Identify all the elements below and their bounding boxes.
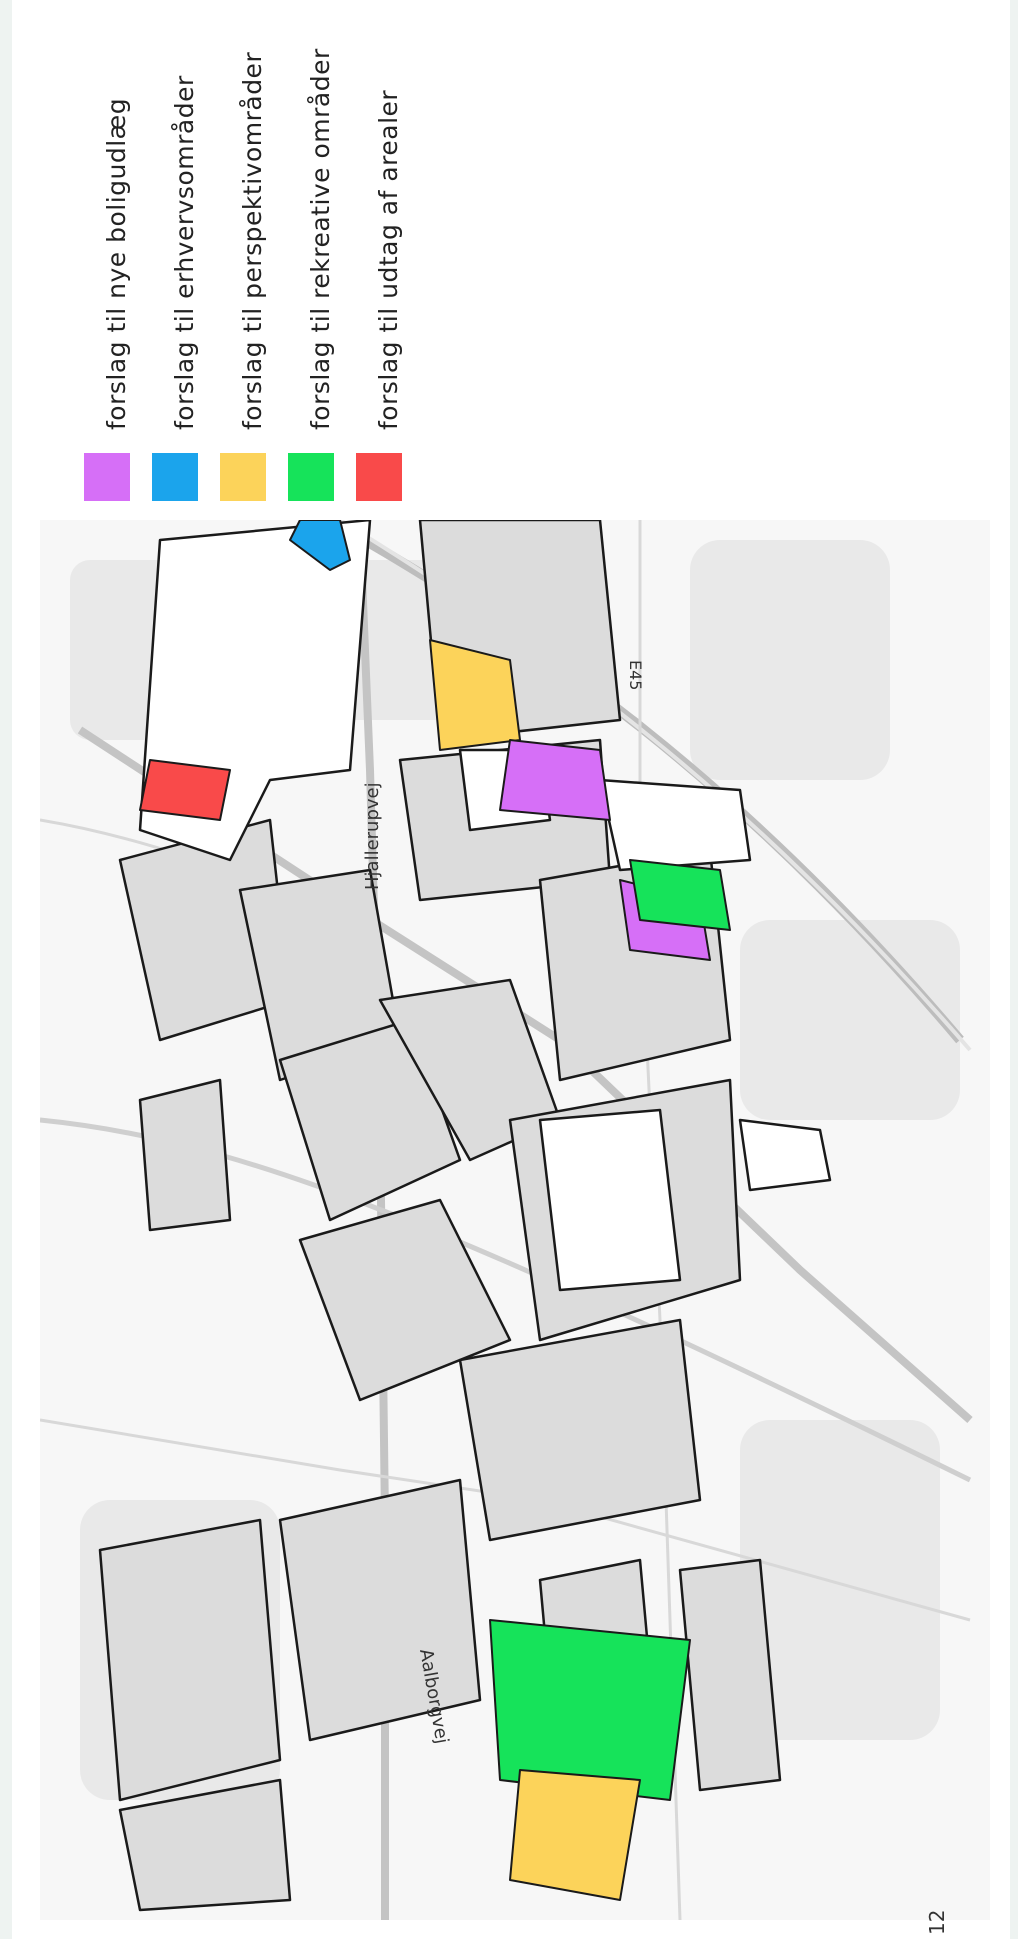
legend-label: forslag til rekreative områder — [306, 48, 335, 430]
swatch-red — [356, 453, 402, 501]
area-south-5 — [678, 1558, 782, 1792]
legend-label: forslag til udtag af arealer — [374, 89, 403, 430]
parcel-center-white — [538, 1108, 682, 1292]
area-north-2 — [138, 1078, 232, 1232]
area-perspektiv-south — [509, 1769, 641, 1901]
town-map: Hjallerupvej Aalborgvej E45 — [40, 520, 990, 1920]
area-south-2 — [458, 1318, 702, 1542]
parcel-e45-small — [738, 1118, 832, 1192]
swatch-blue — [152, 453, 198, 501]
area-bolig-east-1 — [499, 739, 611, 821]
legend-label: forslag til erhvervsområder — [170, 75, 199, 430]
area-south-3 — [278, 1478, 482, 1742]
swatch-green — [288, 453, 334, 501]
proposal-areas — [139, 520, 731, 1901]
area-center-1 — [278, 1018, 462, 1222]
legend-label: forslag til nye boligudlæg — [102, 97, 131, 430]
area-southwest-2 — [118, 1778, 292, 1912]
area-perspektiv-east — [429, 639, 521, 751]
swatch-purple — [84, 453, 130, 501]
area-erhverv — [289, 520, 351, 571]
legend-item-boligudlaeg: forslag til nye boligudlæg — [70, 40, 131, 510]
parcel-east-strip — [598, 778, 752, 872]
legend-item-rekreative: forslag til rekreative områder — [274, 40, 335, 510]
area-center-2 — [298, 1198, 512, 1402]
area-rekreativ-south — [489, 1619, 691, 1801]
map-legend: forslag til nye boligudlæg forslag til e… — [70, 40, 490, 510]
page-number: 12 — [925, 1909, 949, 1935]
label-e45: E45 — [626, 660, 645, 690]
legend-item-udtag: forslag til udtag af arealer — [342, 40, 403, 510]
area-rekreativ-east — [629, 859, 731, 931]
label-hjallerupvej: Hjallerupvej — [362, 782, 383, 890]
area-udtag — [139, 759, 231, 821]
legend-label: forslag til perspektivområder — [238, 51, 267, 430]
road-railway — [40, 1117, 972, 1483]
swatch-yellow — [220, 453, 266, 501]
legend-item-erhverv: forslag til erhvervsområder — [138, 40, 199, 510]
legend-item-perspektiv: forslag til perspektivområder — [206, 40, 267, 510]
area-southwest-1 — [98, 1518, 282, 1802]
